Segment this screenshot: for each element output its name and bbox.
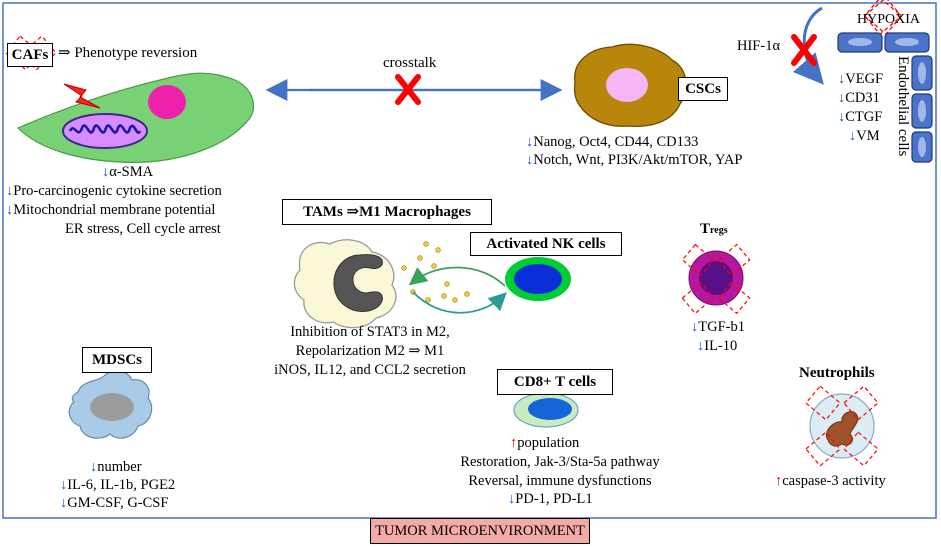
csc-cell: [573, 43, 687, 128]
hypoxia-label: HYPOXIA: [857, 12, 920, 27]
cscs-line-1: ↓Nanog, Oct4, CD44, CD133: [526, 134, 699, 150]
hypoxia-item-1: ↓VEGF: [838, 71, 884, 87]
lightning-icon: [63, 83, 101, 109]
mdsc-nucleus: [90, 393, 134, 421]
cd8-line-1: Restoration, Jak-3/Sta-5a pathway: [460, 454, 660, 470]
cscs-line-2: ↓Notch, Wnt, PI3K/Akt/mTOR, YAP: [526, 152, 743, 168]
up-arrow-icon: ↑: [775, 473, 783, 489]
cd8-line-2: Reversal, immune dysfunctions: [468, 473, 652, 489]
mitochondrial-cristae: [68, 124, 142, 134]
caf-nucleus: [148, 85, 186, 119]
tams-line-3: iNOS, IL12, and CCL2 secretion: [274, 362, 466, 378]
up-arrow-icon: ↑: [510, 435, 518, 451]
down-arrow-icon: ↓: [6, 202, 14, 218]
neutrophils-up-item: ↑caspase-3 activity: [775, 473, 886, 489]
tams-label-box: TAMs ⇒M1 Macrophages: [282, 199, 492, 225]
hif-label: HIF-1α: [737, 38, 781, 54]
crosstalk-label: crosstalk: [383, 55, 437, 71]
hypoxia-item-4: ↓VM: [849, 128, 880, 144]
treg-cell: [681, 243, 751, 315]
down-arrow-icon: ↓: [90, 459, 98, 475]
csc-nucleus: [606, 68, 648, 102]
nk-cycle-arrow-top: [408, 266, 506, 287]
microenvironment-frame: [2, 2, 937, 519]
mdsc-cell: [68, 370, 153, 439]
nk-cell: [505, 257, 571, 301]
down-arrow-icon: ↓: [526, 134, 534, 150]
down-arrow-icon: ↓: [60, 477, 68, 493]
down-arrow-icon: ↓: [697, 338, 705, 354]
neutrophil-cell: [805, 385, 879, 467]
down-arrow-icon: ↓: [508, 491, 516, 507]
cd8-label-box: CD8+ T cells: [497, 369, 613, 395]
hif-curved-arrow: [792, 6, 824, 85]
mdscs-item-2: ↓IL-6, IL-1b, PGE2: [60, 477, 176, 493]
nk-cycle-arrow-bottom: [412, 291, 507, 314]
hypoxia-dashed-box: [863, 0, 903, 36]
cafs-label-box: CAFs: [7, 43, 53, 67]
tregs-item-2: ↓IL-10: [697, 338, 738, 354]
down-arrow-icon: ↓: [102, 164, 110, 180]
tams-line-2: Repolarization M2 ⇒ M1: [295, 343, 445, 359]
crosstalk-block-x-icon: [395, 74, 421, 105]
down-arrow-icon: ↓: [838, 90, 846, 106]
cafs-effect-2: ↓Pro-carcinogenic cytokine secretion: [6, 183, 222, 199]
nk-label-box: Activated NK cells: [470, 232, 622, 256]
hif-block-x-icon: [791, 34, 817, 66]
cscs-label-box: CSCs: [678, 77, 728, 101]
down-arrow-icon: ↓: [838, 71, 846, 87]
down-arrow-icon: ↓: [526, 152, 534, 168]
down-arrow-icon: ↓: [60, 495, 68, 511]
tam-nucleus: [333, 254, 383, 312]
tregs-label: Tregs: [700, 221, 728, 237]
mdscs-label-box: MDSCs: [82, 347, 152, 373]
caf-cell: [16, 72, 255, 163]
tams-line-1: Inhibition of STAT3 in M2,: [290, 324, 450, 340]
cd8-down-item: ↓PD-1, PD-L1: [508, 491, 593, 507]
down-arrow-icon: ↓: [838, 109, 846, 125]
tumor-microenvironment-label: TUMOR MICROENVIRONMENT: [370, 518, 590, 544]
cafs-title-suffix: ⇒ Phenotype reversion: [58, 45, 198, 61]
down-arrow-icon: ↓: [691, 319, 699, 335]
down-arrow-icon: ↓: [6, 183, 14, 199]
hypoxia-item-3: ↓CTGF: [838, 109, 883, 125]
neutrophil-nucleus: [826, 411, 859, 447]
mdscs-item-1: ↓number: [90, 459, 142, 475]
neutrophils-label: Neutrophils: [799, 365, 875, 381]
secreted-granules: [401, 241, 470, 303]
hypoxia-item-2: ↓CD31: [838, 90, 880, 106]
down-arrow-icon: ↓: [849, 128, 857, 144]
cafs-effect-3: ↓Mitochondrial membrane potential: [6, 202, 216, 218]
endothelial-label: Endothelial cells: [895, 56, 911, 157]
cafs-effect-1: ↓α-SMA: [102, 164, 154, 180]
cafs-extra: ER stress, Cell cycle arrest: [65, 221, 221, 237]
mdscs-item-3: ↓GM-CSF, G-CSF: [60, 495, 169, 511]
tregs-item-1: ↓TGF-b1: [691, 319, 745, 335]
cd8-t-cell: [513, 392, 579, 428]
cd8-up-item: ↑population: [510, 435, 580, 451]
tam-macrophage: [293, 239, 397, 329]
